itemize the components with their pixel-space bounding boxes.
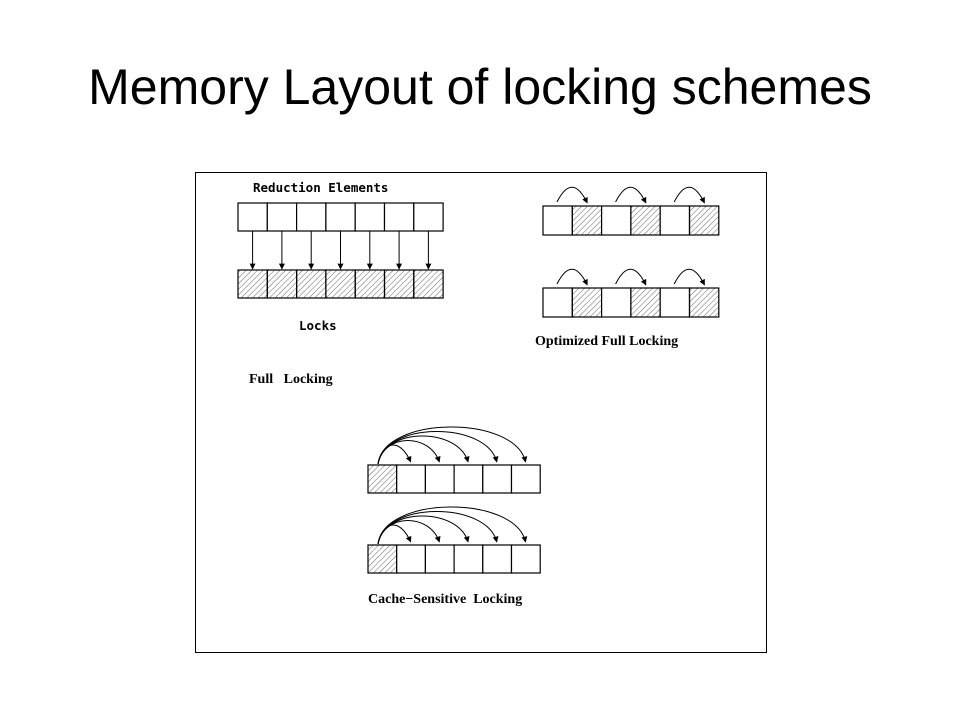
reduction-element-cell [266,202,298,232]
cache-sensitive-row-2 [367,506,541,574]
lock-to-element-arc [377,524,412,545]
cache-sensitive-element-cell [510,464,541,494]
optimized-row-1 [542,186,720,236]
lock-to-element-arc [377,431,499,465]
element-lock-arc [556,186,588,204]
locking-diagram: Reduction Elements Locks Full Locking Op… [237,180,720,607]
cache-sensitive-locking-caption: Cache−Sensitive Locking [368,592,522,607]
reduction-element-cell [237,202,268,232]
reduction-element-cell [295,202,327,232]
reduction-element-cell [354,202,386,232]
reduction-element-cell [413,202,444,232]
cache-sensitive-element-cell [453,464,484,494]
optimized-full-locking-caption: Optimized Full Locking [535,334,678,349]
figure-frame: Reduction Elements Locks Full Locking Op… [195,172,767,653]
cache-sensitive-row-1 [367,426,541,494]
cache-sensitive-lock-cell [367,464,398,494]
reduction-elements-label: Reduction Elements [253,180,388,195]
optimized-element-cell [659,205,691,236]
optimized-full-locking-group: Optimized Full Locking [535,186,720,349]
reduction-elements-row [237,202,444,232]
reduction-element-cell [325,202,356,232]
optimized-element-cell [542,287,573,318]
optimized-lock-cell [630,205,661,236]
cache-sensitive-element-cell [424,464,455,494]
full-locking-caption: Full Locking [249,372,333,387]
cache-sensitive-locking-group: Cache−Sensitive Locking [367,426,541,607]
optimized-lock-cell [688,205,720,236]
element-to-lock-arrows [249,231,432,270]
cache-sensitive-element-cell [424,544,455,574]
optimized-element-cell [601,287,632,318]
cache-sensitive-lock-cell [367,544,398,574]
lock-lock-cell [413,269,444,299]
locks-label: Locks [299,318,337,333]
element-lock-arc [615,268,647,286]
cache-sensitive-element-cell [396,464,426,494]
cache-sensitive-element-cell [510,544,541,574]
cache-sensitive-element-cell [482,464,513,494]
lock-lock-cell [383,269,415,299]
cache-sensitive-element-cell [482,544,513,574]
lock-to-element-arc [377,440,441,465]
lock-to-element-arc [377,511,499,545]
lock-to-element-arc [377,506,528,545]
optimized-element-cell [542,205,573,236]
cache-sensitive-element-cell [453,544,484,574]
optimized-lock-cell [571,287,603,318]
lock-to-element-arc [377,426,528,465]
cache-sensitive-element-cell [396,544,426,574]
lock-to-element-arc [377,444,412,465]
optimized-row-2 [542,268,720,318]
element-lock-arc [615,186,647,204]
lock-lock-cell [354,269,386,299]
lock-to-element-arc [377,435,470,465]
lock-to-element-arc [377,520,441,545]
optimized-lock-cell [571,205,603,236]
locks-row [237,269,444,299]
optimized-element-cell [659,287,691,318]
lock-to-element-arc [377,515,470,545]
element-lock-arc [556,268,588,286]
element-lock-arc [673,268,705,286]
lock-lock-cell [266,269,298,299]
optimized-element-cell [601,205,632,236]
slide-title: Memory Layout of locking schemes [88,59,872,115]
optimized-lock-cell [688,287,720,318]
lock-lock-cell [237,269,268,299]
optimized-lock-cell [630,287,661,318]
lock-lock-cell [325,269,356,299]
element-lock-arc [673,186,705,204]
lock-lock-cell [295,269,327,299]
reduction-element-cell [383,202,415,232]
full-locking-group: Reduction Elements Locks Full Locking [237,180,444,387]
